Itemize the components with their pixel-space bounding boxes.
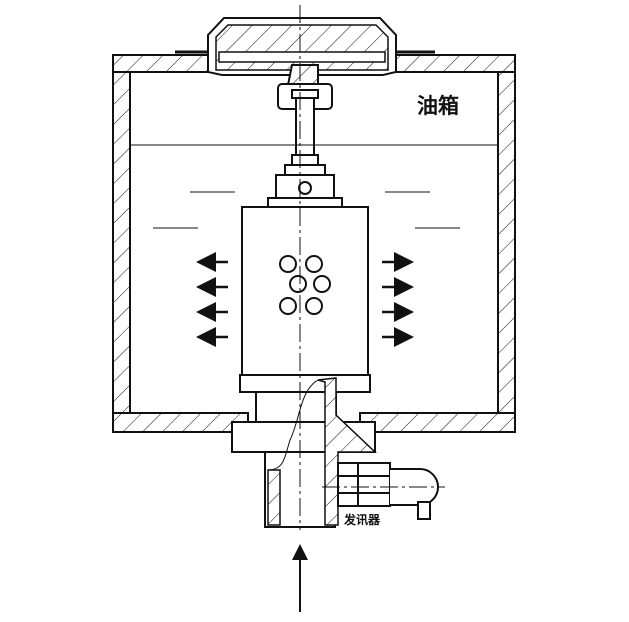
filter-holes bbox=[279, 255, 331, 315]
fluid-surface-marks bbox=[153, 191, 460, 229]
tank-wall bbox=[112, 54, 516, 433]
flow-out-arrows bbox=[196, 252, 414, 347]
sender-label: 发讯器 bbox=[344, 513, 381, 527]
filter-element bbox=[241, 206, 369, 376]
stem bbox=[295, 97, 315, 156]
tank-label: 油箱 bbox=[417, 94, 459, 118]
lid-connector bbox=[286, 64, 319, 86]
